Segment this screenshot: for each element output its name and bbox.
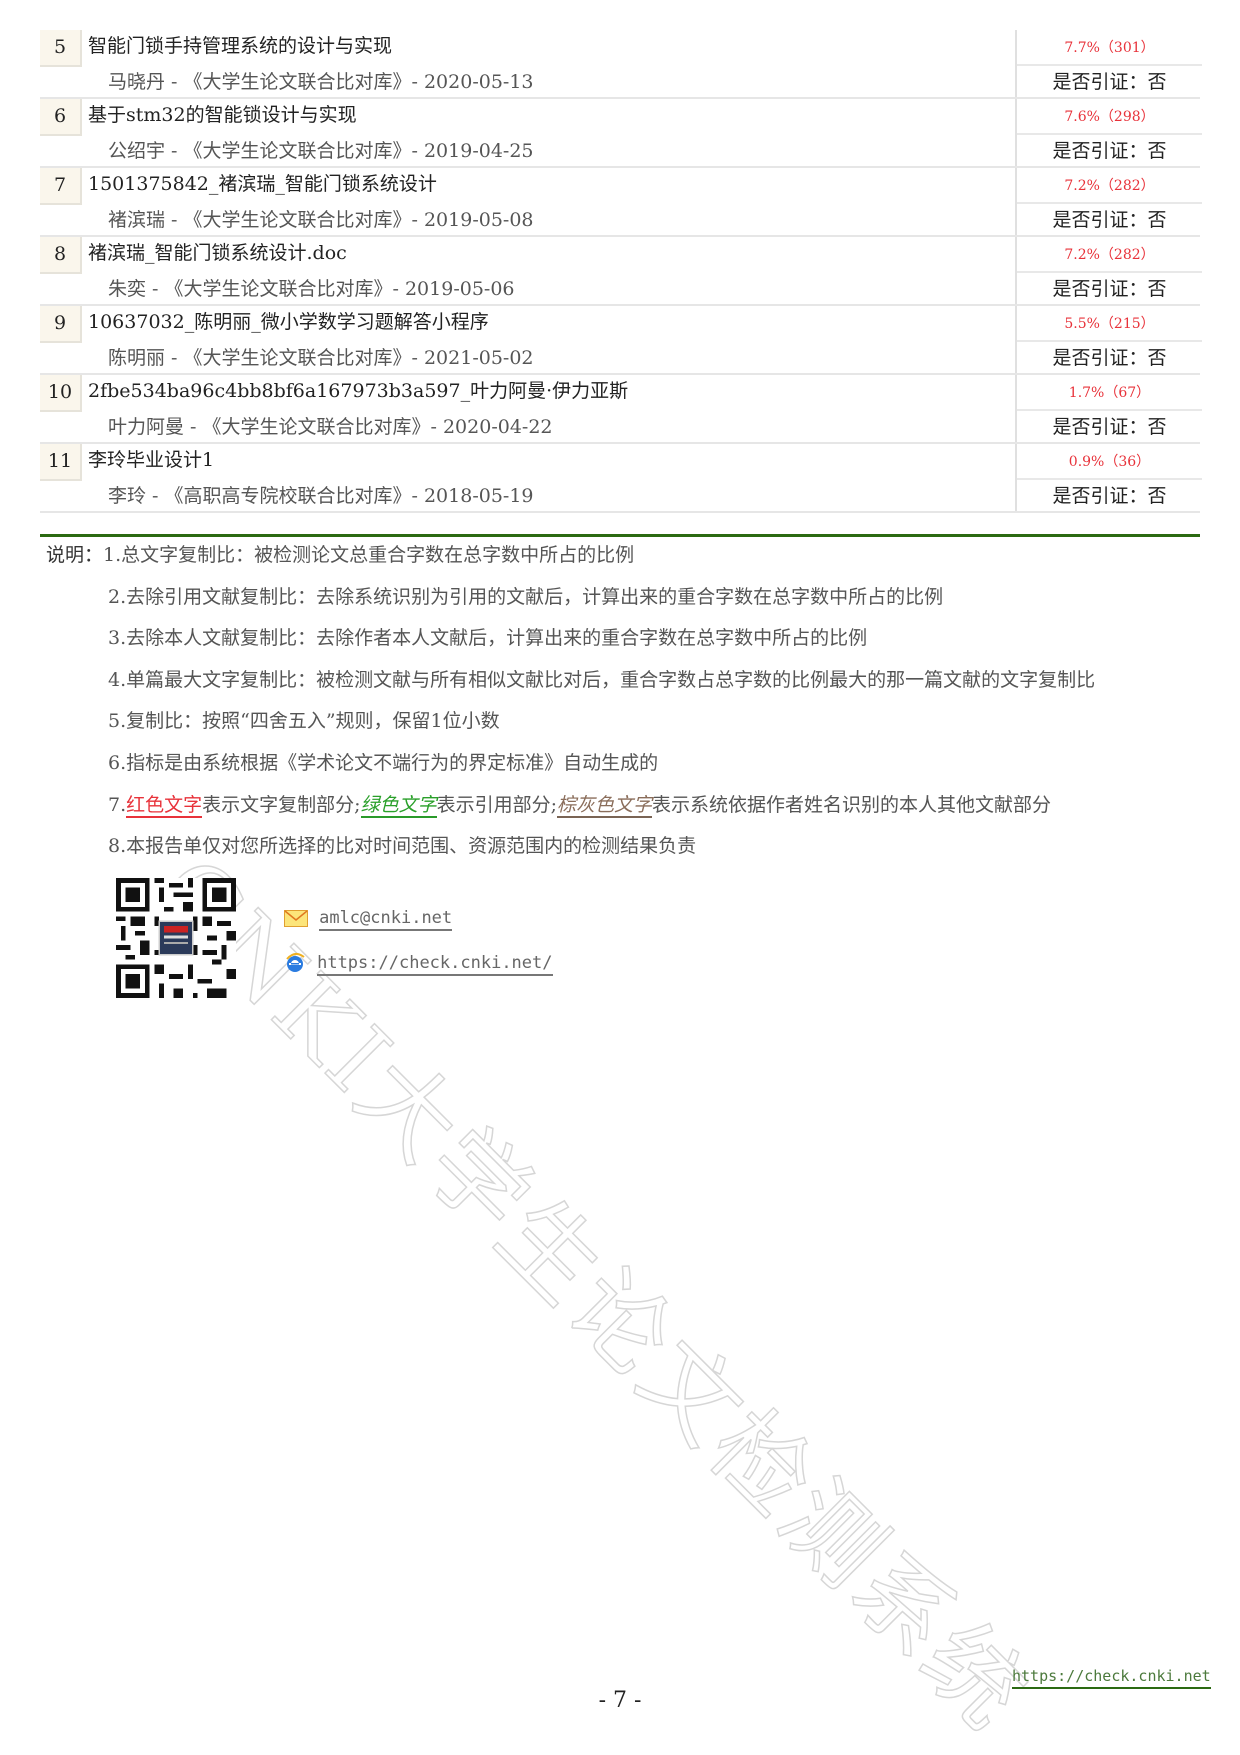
similarity-column: 7.2%（282） 是否引证：否 [1015,237,1202,304]
result-row: 9 10637032_陈明丽_微小学数学习题解答小程序 陈明丽 - 《大学生论文… [40,306,1202,375]
citation-status: 是否引证：否 [1052,140,1167,162]
note-8: 8.本报告单仅对您所选择的比对时间范围、资源范围内的检测结果负责 [108,835,697,857]
internet-explorer-icon [286,953,305,972]
row-divider [40,97,1200,99]
citation-status: 是否引证：否 [1052,347,1167,369]
row-divider [40,511,1200,513]
row-number: 7 [40,168,82,205]
note-3: 3.去除本人文献复制比：去除作者本人文献后，计算出来的重合字数在总字数中所占的比… [108,627,868,649]
website-row: https://check.cnki.net/ [284,952,553,976]
row-divider [40,166,1200,168]
watermark: CNKI大学生论文检测系统 [134,835,1051,1752]
document-title[interactable]: 智能门锁手持管理系统的设计与实现 [88,35,393,57]
result-row: 8 褚滨瑞_智能门锁系统设计.doc 朱奕 - 《大学生论文联合比对库》- 20… [40,237,1202,306]
document-meta: 叶力阿曼 - 《大学生论文联合比对库》- 2020-04-22 [108,416,553,438]
row-divider [40,235,1200,237]
document-title[interactable]: 2fbe534ba96c4bb8bf6a167973b3a597_叶力阿曼·伊力… [88,380,629,402]
document-meta: 陈明丽 - 《大学生论文联合比对库》- 2021-05-02 [108,347,534,369]
result-row: 10 2fbe534ba96c4bb8bf6a167973b3a597_叶力阿曼… [40,375,1202,444]
similarity-percent: 5.5%（215） [1017,306,1202,342]
similar-documents-list: 5 智能门锁手持管理系统的设计与实现 马晓丹 - 《大学生论文联合比对库》- 2… [40,30,1202,513]
result-row: 6 基于stm32的智能锁设计与实现 公绍宇 - 《大学生论文联合比对库》- 2… [40,99,1202,168]
row-number: 8 [40,237,82,274]
legend-brown-desc: 表示系统依据作者姓名识别的本人其他文献部分 [652,794,1052,816]
legend-green-text: 绿色文字 [360,794,437,818]
document-title[interactable]: 1501375842_褚滨瑞_智能门锁系统设计 [88,173,437,195]
note-text: 1.总文字复制比：被检测论文总重合字数在总字数中所占的比例 [103,544,635,566]
notes-label: 说明： [46,544,104,566]
citation-status: 是否引证：否 [1052,71,1167,93]
row-number: 6 [40,99,82,136]
similarity-column: 0.9%（36） 是否引证：否 [1015,444,1202,511]
document-title[interactable]: 李玲毕业设计1 [88,449,215,471]
citation-status: 是否引证：否 [1052,485,1167,507]
similarity-percent: 7.2%（282） [1017,168,1202,204]
citation-status: 是否引证：否 [1052,278,1167,300]
email-row: amlc@cnki.net [284,908,453,931]
result-row: 5 智能门锁手持管理系统的设计与实现 马晓丹 - 《大学生论文联合比对库》- 2… [40,30,1202,99]
row-number: 11 [40,444,82,481]
website-link[interactable]: https://check.cnki.net/ [317,952,553,976]
similarity-column: 7.2%（282） 是否引证：否 [1015,168,1202,235]
legend-red-desc: 表示文字复制部分; [202,794,361,816]
document-title[interactable]: 基于stm32的智能锁设计与实现 [88,104,357,126]
legend-green-desc: 表示引用部分; [436,794,557,816]
row-number: 10 [40,375,82,412]
row-number: 5 [40,30,82,67]
row-divider [40,442,1200,444]
similarity-percent: 0.9%（36） [1017,444,1202,480]
citation-status: 是否引证：否 [1052,209,1167,231]
document-meta: 褚滨瑞 - 《大学生论文联合比对库》- 2019-05-08 [108,209,534,231]
similarity-percent: 7.7%（301） [1017,30,1202,66]
document-meta: 朱奕 - 《大学生论文联合比对库》- 2019-05-06 [108,278,515,300]
note-1: 说明：1.总文字复制比：被检测论文总重合字数在总字数中所占的比例 [46,540,634,570]
note-4: 4.单篇最大文字复制比：被检测文献与所有相似文献比对后，重合字数占总字数的比例最… [108,669,1096,691]
row-divider [40,373,1200,375]
similarity-percent: 7.2%（282） [1017,237,1202,273]
footer-website-link[interactable]: https://check.cnki.net [1012,1667,1211,1689]
document-title[interactable]: 褚滨瑞_智能门锁系统设计.doc [88,242,347,264]
result-row: 11 李玲毕业设计1 李玲 - 《高职高专院校联合比对库》- 2018-05-1… [40,444,1202,513]
similarity-column: 7.6%（298） 是否引证：否 [1015,99,1202,166]
document-meta: 马晓丹 - 《大学生论文联合比对库》- 2020-05-13 [108,71,534,93]
page-number: - 7 - [598,1688,642,1713]
qr-code-icon [116,878,236,998]
note-2: 2.去除引用文献复制比：去除系统识别为引用的文献后，计算出来的重合字数在总字数中… [108,586,944,608]
note-7: 7.红色文字表示文字复制部分;绿色文字表示引用部分;棕灰色文字表示系统依据作者姓… [108,790,1051,820]
result-row: 7 1501375842_褚滨瑞_智能门锁系统设计 褚滨瑞 - 《大学生论文联合… [40,168,1202,237]
mail-icon [284,910,308,927]
similarity-percent: 7.6%（298） [1017,99,1202,135]
document-meta: 公绍宇 - 《大学生论文联合比对库》- 2019-04-25 [108,140,534,162]
email-link[interactable]: amlc@cnki.net [319,908,453,931]
row-divider [40,304,1200,306]
row-number: 9 [40,306,82,343]
section-divider [40,534,1200,537]
similarity-percent: 1.7%（67） [1017,375,1202,411]
note-5: 5.复制比：按照“四舍五入”规则，保留1位小数 [108,710,500,732]
note-7-prefix: 7. [108,794,127,816]
similarity-column: 5.5%（215） 是否引证：否 [1015,306,1202,373]
similarity-column: 1.7%（67） 是否引证：否 [1015,375,1202,442]
legend-brown-text: 棕灰色文字 [556,794,652,818]
document-title[interactable]: 10637032_陈明丽_微小学数学习题解答小程序 [88,311,489,333]
document-meta: 李玲 - 《高职高专院校联合比对库》- 2018-05-19 [108,485,534,507]
note-6: 6.指标是由系统根据《学术论文不端行为的界定标准》自动生成的 [108,752,659,774]
similarity-column: 7.7%（301） 是否引证：否 [1015,30,1202,97]
citation-status: 是否引证：否 [1052,416,1167,438]
legend-red-text: 红色文字 [126,794,203,818]
